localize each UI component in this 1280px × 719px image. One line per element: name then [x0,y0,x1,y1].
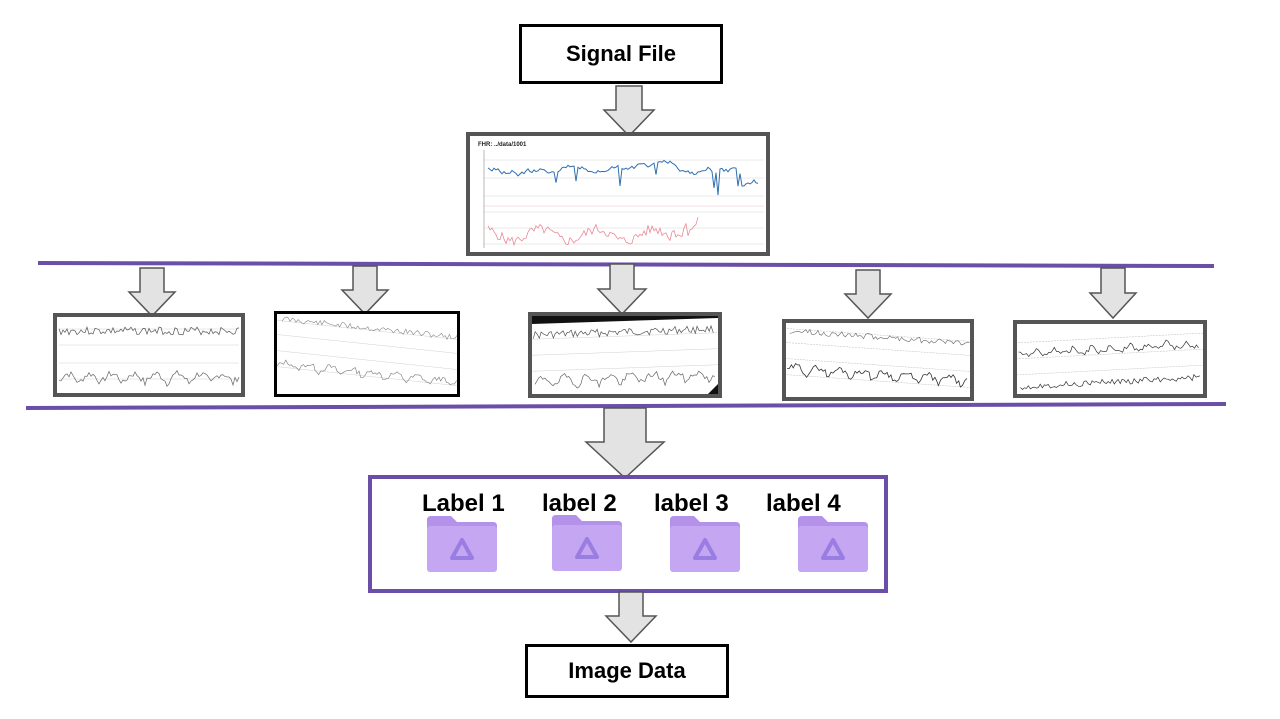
signal-plot: FHR: ../data/1001 [466,132,770,256]
augmented-plot-3 [528,312,722,398]
image-data-node: Image Data [525,644,729,698]
augmented-plot-4 [782,319,974,401]
label-3: label 3 [654,490,729,517]
folder-icon [427,516,497,572]
down-arrow-icon [604,591,658,644]
separator-bottom [25,402,1227,410]
folder-icon [798,516,868,572]
down-arrow-icon [602,85,656,138]
image-data-label: Image Data [568,658,686,683]
down-arrow-icon [340,265,390,316]
down-arrow-icon [1088,267,1138,320]
label-1: Label 1 [422,490,505,517]
down-arrow-icon [584,407,666,480]
signal-plot-svg: FHR: ../data/1001 [478,142,764,248]
augmented-plot-2 [274,311,460,397]
folder-icon [670,516,740,572]
signal-file-label: Signal File [565,41,677,66]
label-4: label 4 [766,490,841,517]
fhr-trace [487,159,759,196]
folder-icon [552,515,622,571]
uc-trace [487,217,699,247]
down-arrow-icon [127,267,177,318]
augmented-plot-5 [1013,320,1207,398]
label-2: label 2 [542,490,617,517]
signal-file-node: Signal File [519,24,723,84]
down-arrow-icon [596,263,648,316]
signal-plot-title: FHR: ../data/1001 [478,142,527,148]
augmented-plot-1 [53,313,245,397]
down-arrow-icon [843,269,893,320]
